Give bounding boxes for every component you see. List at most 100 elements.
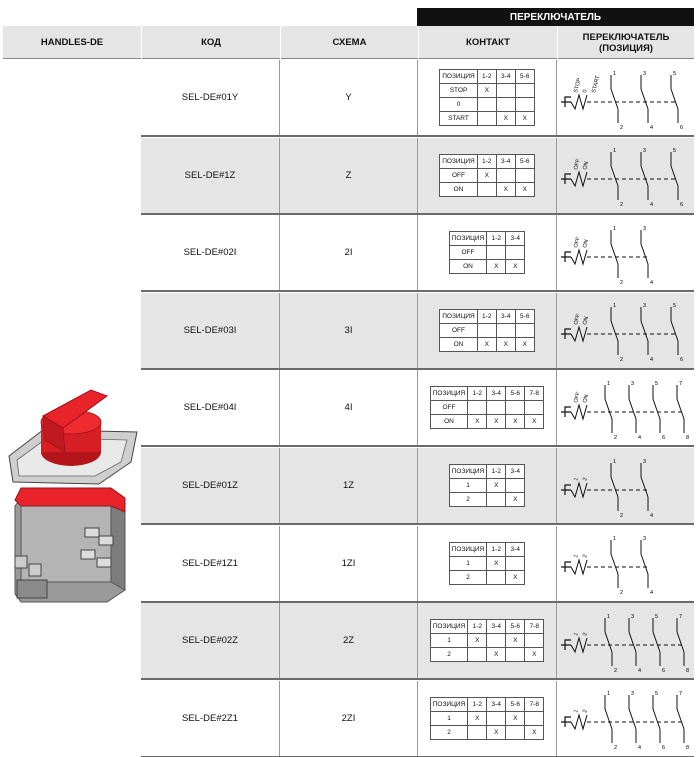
contact-cell-value — [476, 97, 497, 112]
handle-symbol — [560, 406, 571, 417]
terminal-number: 3 — [643, 536, 646, 542]
contact-cell-value: X — [486, 724, 507, 740]
contact-cell-value: ON — [448, 259, 488, 275]
terminal-number: 2 — [614, 745, 617, 751]
terminal-number: 2 — [620, 125, 623, 131]
contact-cell-value: X — [505, 710, 526, 726]
contact-cell-value: X — [524, 414, 545, 430]
contact-header-cell: ПОЗИЦИЯ — [448, 464, 488, 479]
contact-cell-value: 1 — [429, 710, 469, 726]
contact-cell-value — [495, 167, 516, 183]
contact-blade — [604, 709, 612, 730]
contact-header-cell: 1-2 — [486, 231, 507, 247]
contact-cell-value: X — [514, 336, 535, 352]
terminal-number: 3 — [643, 148, 646, 154]
contact-cell-value — [505, 478, 526, 493]
scheme-value: 2I — [344, 247, 353, 259]
contact-cell-value — [505, 245, 526, 261]
contact-blade — [670, 165, 678, 187]
contact-header-cell: 3-4 — [495, 69, 516, 84]
contact-cell-value — [514, 167, 535, 183]
terminal-number: 1 — [607, 614, 610, 620]
terminal-number: 6 — [680, 357, 683, 363]
terminal-number: 7 — [679, 691, 682, 697]
product-code: SEL-DE#2Z1 — [182, 712, 238, 724]
contact-cell-value: X — [514, 181, 535, 197]
contact-header-cell: 1-2 — [476, 69, 497, 84]
contact-cell-value: STOP — [439, 83, 478, 98]
contact-blade — [640, 243, 648, 264]
scheme-value: 4I — [344, 402, 353, 414]
terminal-number: 6 — [662, 745, 665, 751]
contact-cell-value: X — [505, 569, 526, 585]
position-label: ON — [582, 161, 590, 171]
scheme-value: 2Z — [342, 635, 355, 647]
contact-header-cell: 1-2 — [467, 619, 488, 635]
terminal-number: 3 — [643, 226, 646, 232]
contact-cell-value: X — [495, 111, 516, 126]
handle-symbol — [560, 95, 571, 107]
terminal-number: 4 — [650, 590, 653, 596]
contact-header-cell: 3-4 — [505, 541, 526, 557]
contact-cell-value — [486, 633, 507, 649]
terminal-number: 3 — [631, 691, 634, 697]
product-code: SEL-DE#04I — [183, 402, 237, 414]
header-code: КОД — [201, 37, 221, 48]
contact-blade — [610, 165, 618, 187]
contact-cell-value: X — [467, 633, 488, 649]
contact-blade — [628, 709, 636, 730]
contact-blade — [652, 709, 660, 730]
contact-header-cell: 3-4 — [505, 464, 526, 479]
contact-cell-value: X — [505, 414, 526, 430]
position-label: ON — [582, 394, 590, 404]
contact-cell-value: 2 — [429, 724, 469, 740]
terminal-number: 8 — [686, 668, 689, 674]
header-handles: HANDLES-DE — [40, 37, 104, 48]
position-label: ON — [582, 316, 590, 326]
contact-blade — [676, 398, 684, 420]
terminal-number: 6 — [662, 668, 665, 674]
contact-header-cell: 1-2 — [467, 696, 488, 712]
terminal-number: 2 — [614, 435, 617, 441]
contact-cell-value — [486, 710, 507, 726]
position-label: 1 — [573, 632, 580, 637]
contact-header-cell: 1-2 — [467, 386, 488, 402]
scheme-value: Z — [345, 169, 352, 181]
contact-cell-value: X — [505, 259, 526, 275]
handle-symbol — [560, 561, 571, 573]
contact-cell-value: 1 — [429, 633, 469, 649]
position-label: OFF — [573, 235, 582, 248]
terminal-number: 1 — [613, 148, 616, 154]
contact-header-cell: 3-4 — [495, 153, 516, 169]
contact-blade — [610, 243, 618, 264]
handle-symbol — [560, 251, 571, 262]
product-code: SEL-DE#01Z — [182, 480, 238, 491]
terminal-number: 4 — [638, 745, 641, 751]
position-label: 2 — [582, 477, 589, 482]
contact-cell-value: X — [505, 633, 526, 649]
contact-cell-value: X — [514, 111, 535, 126]
contact-cell-value: OFF — [439, 322, 478, 338]
rotary-actuator — [570, 92, 587, 111]
contact-blade — [640, 88, 648, 109]
contact-header-cell: ПОЗИЦИЯ — [429, 386, 469, 402]
